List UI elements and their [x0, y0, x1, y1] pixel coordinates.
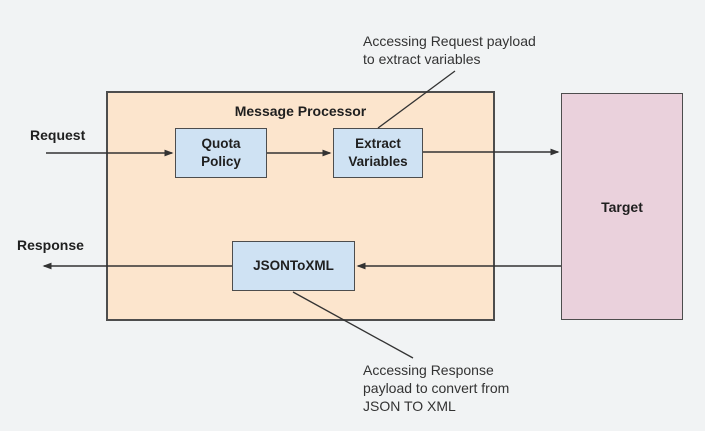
json-to-xml-node: JSONToXML: [232, 241, 355, 291]
target-node: Target: [561, 93, 683, 320]
response-payload-annotation: Accessing Response payload to convert fr…: [363, 362, 510, 414]
extract-variables-node: Extract Variables: [333, 128, 423, 178]
response-label: Response: [17, 237, 84, 253]
request-payload-annotation: Accessing Request payload to extract var…: [363, 33, 536, 67]
message-processor-title: Message Processor: [234, 103, 367, 119]
request-label: Request: [30, 127, 86, 143]
quota-policy-node: Quota Policy: [175, 128, 267, 178]
